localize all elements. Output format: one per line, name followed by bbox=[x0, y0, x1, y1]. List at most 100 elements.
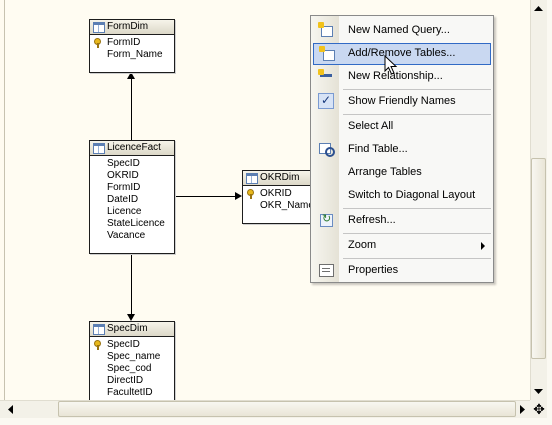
menu-item-add-remove-tables[interactable]: Add/Remove Tables... bbox=[313, 43, 491, 65]
table-column[interactable]: Spec_name bbox=[90, 351, 174, 363]
table-formdim[interactable]: FormDim FormID Form_Name bbox=[89, 19, 175, 73]
table-column[interactable]: FormID bbox=[90, 182, 174, 194]
menu-separator bbox=[343, 208, 491, 209]
table-licencefact[interactable]: LicenceFact SpecID OKRID FormID DateID L… bbox=[89, 140, 175, 254]
menu-item-label: Find Table... bbox=[348, 143, 408, 155]
relationship-arrow-specdim bbox=[127, 314, 135, 321]
menu-item-zoom[interactable]: Zoom bbox=[313, 235, 491, 256]
refresh-icon bbox=[318, 212, 334, 228]
menu-item-find-table[interactable]: Find Table... bbox=[313, 139, 491, 160]
table-header[interactable]: OKRDim bbox=[243, 171, 327, 186]
table-column[interactable]: OKRID bbox=[243, 188, 327, 200]
column-name: DateID bbox=[107, 194, 139, 205]
table-header[interactable]: SpecDim bbox=[90, 322, 174, 337]
menu-item-label: Select All bbox=[348, 120, 394, 132]
relationship-line-specdim[interactable] bbox=[131, 253, 132, 316]
relationship-arrow-formdim bbox=[127, 72, 135, 79]
menu-separator bbox=[343, 89, 491, 90]
menu-item-new-relationship[interactable]: New Relationship... bbox=[313, 66, 491, 87]
table-columns: OKRID OKR_Name bbox=[243, 186, 327, 214]
menu-item-new-named-query[interactable]: New Named Query... bbox=[313, 20, 491, 41]
key-icon bbox=[94, 340, 101, 350]
table-column[interactable]: Form_Name bbox=[90, 49, 174, 61]
menu-item-label: Properties bbox=[348, 264, 399, 276]
menu-item-arrange-tables[interactable]: Arrange Tables bbox=[313, 162, 491, 183]
table-column[interactable]: FacultetID bbox=[90, 387, 174, 399]
table-title: SpecDim bbox=[107, 323, 148, 334]
menu-item-label: Show Friendly Names bbox=[348, 95, 456, 107]
column-name: FormID bbox=[107, 37, 141, 48]
properties-icon bbox=[318, 262, 334, 278]
find-table-icon bbox=[318, 141, 335, 157]
column-name: SpecID bbox=[107, 158, 140, 169]
menu-item-label: Add/Remove Tables... bbox=[348, 47, 456, 59]
menu-item-label: Refresh... bbox=[348, 214, 396, 226]
table-column[interactable]: DirectID bbox=[90, 375, 174, 387]
table-specdim[interactable]: SpecDim SpecID Spec_name Spec_cod Direct… bbox=[89, 321, 175, 405]
column-name: FacultetID bbox=[107, 387, 153, 398]
relationship-arrow-okrdim bbox=[235, 192, 242, 200]
window-right-edge bbox=[547, 0, 552, 425]
scroll-down-button[interactable] bbox=[530, 383, 547, 400]
scroll-right-button[interactable] bbox=[514, 401, 531, 418]
menu-item-label: Switch to Diagonal Layout bbox=[348, 189, 476, 201]
table-columns: SpecID Spec_name Spec_cod DirectID Facul… bbox=[90, 337, 174, 401]
new-named-query-icon bbox=[318, 22, 334, 38]
table-column[interactable]: SpecID bbox=[90, 339, 174, 351]
table-header[interactable]: LicenceFact bbox=[90, 141, 174, 156]
menu-item-switch-to-diagonal-layout[interactable]: Switch to Diagonal Layout bbox=[313, 185, 491, 206]
table-columns: FormID Form_Name bbox=[90, 35, 174, 63]
relationship-line-okrdim[interactable] bbox=[173, 196, 235, 197]
menu-item-label: New Named Query... bbox=[348, 24, 450, 36]
scroll-up-button[interactable] bbox=[530, 0, 547, 17]
mouse-pointer-icon bbox=[384, 55, 398, 75]
column-name: OKRID bbox=[260, 188, 292, 199]
table-columns: SpecID OKRID FormID DateID Licence State… bbox=[90, 156, 174, 244]
arrow-up-icon bbox=[534, 5, 543, 11]
table-column[interactable]: OKRID bbox=[90, 170, 174, 182]
checkmark-icon bbox=[318, 93, 334, 109]
table-column[interactable]: StateLicence bbox=[90, 218, 174, 230]
table-title: FormDim bbox=[107, 21, 149, 32]
key-icon bbox=[247, 189, 254, 199]
menu-item-show-friendly-names[interactable]: Show Friendly Names bbox=[313, 91, 491, 112]
menu-separator bbox=[343, 258, 491, 259]
pan-icon[interactable]: ✥ bbox=[533, 401, 545, 417]
table-column[interactable]: OKR_Name bbox=[243, 200, 327, 212]
scroll-left-button[interactable] bbox=[2, 401, 19, 418]
menu-separator bbox=[343, 233, 491, 234]
table-column[interactable]: DateID bbox=[90, 194, 174, 206]
column-name: StateLicence bbox=[107, 218, 165, 229]
submenu-arrow-icon bbox=[481, 242, 485, 250]
horizontal-scroll-thumb[interactable] bbox=[58, 401, 516, 417]
menu-item-refresh[interactable]: Refresh... bbox=[313, 210, 491, 231]
table-icon bbox=[93, 143, 105, 154]
context-menu: New Named Query... Add/Remove Tables... … bbox=[310, 15, 494, 283]
relationship-line-formdim[interactable] bbox=[131, 79, 132, 140]
table-column[interactable]: FormID bbox=[90, 37, 174, 49]
table-column[interactable]: SpecID bbox=[90, 158, 174, 170]
menu-item-properties[interactable]: Properties bbox=[313, 260, 491, 281]
menu-item-label: New Relationship... bbox=[348, 70, 443, 82]
new-relationship-icon bbox=[318, 68, 334, 84]
table-icon bbox=[93, 324, 105, 335]
column-name: Form_Name bbox=[107, 49, 163, 60]
column-name: DirectID bbox=[107, 375, 144, 386]
table-icon bbox=[93, 22, 105, 33]
column-name: SpecID bbox=[107, 339, 140, 350]
table-column[interactable]: Licence bbox=[90, 206, 174, 218]
column-name: OKR_Name bbox=[260, 200, 314, 211]
table-column[interactable]: Spec_cod bbox=[90, 363, 174, 375]
arrow-down-icon bbox=[534, 388, 543, 394]
scroll-corner bbox=[530, 400, 548, 418]
column-name: FormID bbox=[107, 182, 141, 193]
column-name: Licence bbox=[107, 206, 142, 217]
table-header[interactable]: FormDim bbox=[90, 20, 174, 35]
menu-item-select-all[interactable]: Select All bbox=[313, 116, 491, 137]
arrow-right-icon bbox=[519, 405, 525, 414]
window-bottom-edge bbox=[0, 418, 552, 425]
add-remove-tables-icon bbox=[318, 45, 335, 61]
canvas-left-border bbox=[4, 0, 5, 400]
vertical-scroll-thumb[interactable] bbox=[531, 158, 546, 359]
table-column[interactable]: Vacance bbox=[90, 230, 174, 242]
